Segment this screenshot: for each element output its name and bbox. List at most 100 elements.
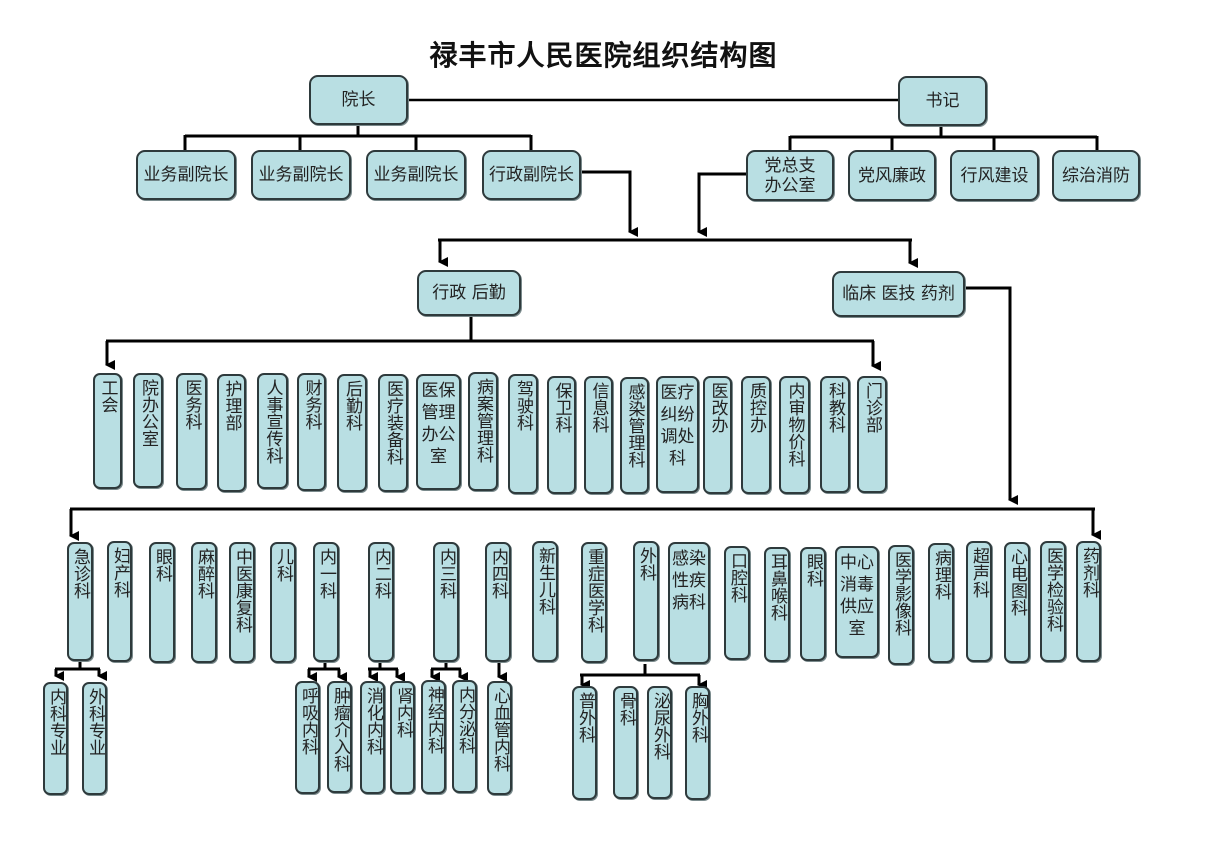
clinical-department-box[interactable]: 外科 <box>633 541 659 661</box>
sub-unit-box[interactable]: 心血管内科 <box>487 681 512 795</box>
department-label: 胸外科 <box>688 692 708 743</box>
admin-department-box[interactable]: 感染管理科 <box>620 377 649 494</box>
admin-department-box[interactable]: 工会 <box>93 373 122 489</box>
clinical-department-box[interactable]: 医学检验科 <box>1040 541 1066 662</box>
sub-unit-box[interactable]: 消化内科 <box>360 681 385 794</box>
department-label: 新生儿科 <box>535 547 555 615</box>
clinical-department-box[interactable]: 内三科 <box>433 542 459 662</box>
admin-department-box[interactable]: 驾驶科 <box>508 374 538 494</box>
sub-unit-box[interactable]: 内科专业 <box>43 682 68 795</box>
chart-title: 禄丰市人民医院组织结构图 <box>429 39 778 72</box>
admin-department-box[interactable]: 人事宣传科 <box>257 373 288 489</box>
department-label: 心电图科 <box>1007 548 1027 616</box>
department-label: 口腔科 <box>727 552 747 603</box>
sub-unit-box[interactable]: 普外科 <box>572 686 597 800</box>
vice-president-label: 业务副院长 <box>143 165 229 185</box>
sub-unit-box[interactable]: 外科专业 <box>82 682 107 795</box>
admin-department-box[interactable]: 保卫科 <box>547 376 576 494</box>
sub-unit-box[interactable]: 肿瘤介入科 <box>327 681 352 793</box>
clinical-department-box[interactable]: 耳鼻喉科 <box>764 547 790 662</box>
party-integrity-box[interactable]: 党风廉政 <box>848 150 936 201</box>
clinical-department-box[interactable]: 妇产科 <box>107 541 132 662</box>
admin-department-box[interactable]: 科教科 <box>820 376 850 493</box>
clinical-department-box[interactable]: 感染性疾病科 <box>668 542 710 664</box>
clinical-department-box[interactable]: 儿科 <box>270 542 296 663</box>
department-label: 超声科 <box>969 547 989 598</box>
department-label: 内三科 <box>436 548 456 599</box>
admin-department-box[interactable]: 内审物价科 <box>779 376 810 494</box>
clinical-group-box[interactable]: 临床 医技 药剂 <box>832 271 965 317</box>
sub-unit-box[interactable]: 呼吸内科 <box>295 681 320 794</box>
clinical-department-box[interactable]: 超声科 <box>966 541 992 662</box>
vice-president-box[interactable]: 业务副院长 <box>136 150 236 200</box>
department-label: 外科专业 <box>85 688 105 756</box>
department-label: 财务科 <box>301 379 322 430</box>
department-label: 人事宣传科 <box>262 379 283 464</box>
admin-department-box[interactable]: 后勤科 <box>337 374 367 492</box>
admin-department-box[interactable]: 医疗装备科 <box>378 374 408 492</box>
clinical-department-box[interactable]: 口腔科 <box>724 546 750 660</box>
sub-unit-box[interactable]: 内分泌科 <box>452 680 477 793</box>
president-label: 院长 <box>341 90 376 110</box>
department-label: 医务科 <box>181 379 202 430</box>
conduct-building-box[interactable]: 行风建设 <box>950 150 1039 201</box>
clinical-department-box[interactable]: 重症医学科 <box>581 542 607 663</box>
secretary-box[interactable]: 书记 <box>898 76 987 126</box>
admin-department-box[interactable]: 医疗纠纷调处科 <box>656 376 699 493</box>
admin-department-box[interactable]: 医保管理办公室 <box>416 374 461 490</box>
president-box[interactable]: 院长 <box>309 75 408 125</box>
department-label: 内一科 <box>316 548 336 599</box>
department-label: 麻醉科 <box>194 548 214 599</box>
security-fire-box[interactable]: 综治消防 <box>1052 150 1140 201</box>
vice-president-box[interactable]: 业务副院长 <box>251 150 351 200</box>
clinical-department-box[interactable]: 内四科 <box>485 542 511 662</box>
department-label: 肿瘤介入科 <box>330 687 350 772</box>
department-label: 医保管理办公室 <box>421 381 456 467</box>
vice-president-box[interactable]: 业务副院长 <box>366 150 466 200</box>
department-label: 内四科 <box>488 548 508 599</box>
clinical-department-box[interactable]: 心电图科 <box>1004 542 1030 663</box>
party-unit-label: 行风建设 <box>960 165 1029 186</box>
admin-vice-president-box[interactable]: 行政副院长 <box>482 150 581 200</box>
sub-unit-box[interactable]: 神经内科 <box>421 680 446 794</box>
clinical-department-box[interactable]: 中心消毒供应室 <box>835 546 879 658</box>
department-label: 门诊部 <box>862 382 882 433</box>
department-label: 医学检验科 <box>1043 547 1063 632</box>
clinical-department-box[interactable]: 药剂科 <box>1076 541 1101 662</box>
sub-unit-box[interactable]: 胸外科 <box>685 686 710 800</box>
department-label: 外科 <box>636 547 656 581</box>
clinical-department-box[interactable]: 中医康复科 <box>229 542 255 663</box>
department-label: 眼科 <box>803 553 823 587</box>
admin-department-box[interactable]: 财务科 <box>297 373 326 491</box>
admin-department-box[interactable]: 医改办 <box>703 376 732 494</box>
clinical-department-box[interactable]: 医学影像科 <box>888 545 914 665</box>
clinical-department-box[interactable]: 内二科 <box>368 542 394 662</box>
admin-department-box[interactable]: 信息科 <box>584 376 613 494</box>
department-label: 医学影像科 <box>891 551 911 636</box>
vice-president-label: 行政副院长 <box>489 165 574 185</box>
admin-department-box[interactable]: 护理部 <box>217 374 246 492</box>
admin-department-box[interactable]: 院办公室 <box>133 373 163 488</box>
admin-department-box[interactable]: 质控办 <box>741 376 771 494</box>
clinical-department-box[interactable]: 病理科 <box>928 543 954 663</box>
department-label: 内分泌科 <box>455 686 475 754</box>
admin-department-box[interactable]: 门诊部 <box>857 376 887 493</box>
clinical-department-box[interactable]: 麻醉科 <box>191 542 217 663</box>
department-label: 病案管理科 <box>473 378 493 463</box>
department-label: 儿科 <box>273 548 293 582</box>
clinical-department-box[interactable]: 内一科 <box>313 542 339 662</box>
sub-unit-box[interactable]: 骨科 <box>613 686 638 799</box>
sub-unit-box[interactable]: 肾内科 <box>390 681 415 794</box>
admin-department-box[interactable]: 病案管理科 <box>468 372 498 491</box>
clinical-department-box[interactable]: 眼科 <box>149 542 175 663</box>
party-unit-label: 综治消防 <box>1062 165 1130 186</box>
department-label: 内二科 <box>371 548 391 599</box>
party-office-box[interactable]: 党总支 办公室 <box>746 150 834 201</box>
admin-department-box[interactable]: 医务科 <box>176 373 207 490</box>
clinical-department-box[interactable]: 眼科 <box>800 547 826 661</box>
party-unit-label: 党风廉政 <box>858 165 926 186</box>
sub-unit-box[interactable]: 泌尿外科 <box>647 686 672 799</box>
clinical-department-box[interactable]: 急诊科 <box>67 542 93 661</box>
clinical-department-box[interactable]: 新生儿科 <box>532 541 558 662</box>
admin-logistics-box[interactable]: 行政 后勤 <box>417 270 521 316</box>
